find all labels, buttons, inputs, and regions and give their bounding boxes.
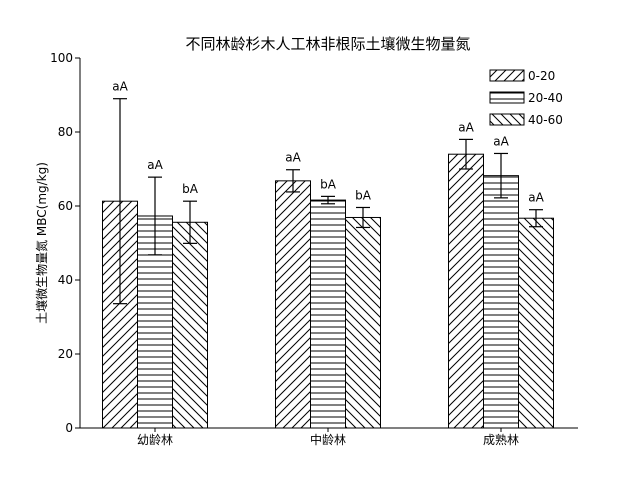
legend-label: 40-60	[528, 113, 563, 127]
significance-label: aA	[458, 120, 474, 134]
legend-swatch	[489, 69, 525, 82]
significance-label: aA	[493, 134, 509, 148]
significance-label: bA	[320, 177, 337, 191]
legend-swatch	[489, 91, 525, 104]
y-tick-label: 80	[58, 125, 73, 139]
plot-area: 0 20 40 60 80 100 aA aA aA aA bA aA bA bA aA 幼龄林 中龄林 成熟…	[50, 51, 578, 447]
x-axis: 幼龄林 中龄林 成熟林	[80, 427, 578, 447]
x-tick-label: 成熟林	[483, 432, 519, 447]
bars	[102, 153, 554, 429]
significance-label: aA	[285, 151, 301, 165]
y-tick-label: 60	[58, 199, 73, 213]
x-tick-label: 中龄林	[310, 432, 346, 447]
significance-label: aA	[528, 191, 544, 205]
legend-swatch	[489, 113, 525, 126]
y-axis: 0 20 40 60 80 100	[50, 51, 81, 435]
y-axis-label: 土壤微生物量氮 MBC(mg/kg)	[34, 162, 49, 324]
significance-label: aA	[112, 80, 128, 94]
significance-label: bA	[182, 182, 199, 196]
significance-labels: aA aA aA aA bA aA bA bA aA	[112, 80, 544, 205]
y-tick-label: 100	[50, 51, 73, 65]
significance-label: bA	[355, 188, 372, 202]
bar	[448, 153, 484, 429]
bar	[172, 221, 208, 429]
y-tick-label: 20	[58, 347, 73, 361]
bar	[518, 217, 554, 429]
legend-label: 20-40	[528, 91, 563, 105]
y-tick-label: 40	[58, 273, 73, 287]
significance-label: aA	[147, 158, 163, 172]
bar	[310, 199, 346, 429]
bar	[275, 180, 311, 429]
legend-label: 0-20	[528, 69, 555, 83]
error-bars	[113, 98, 543, 305]
x-tick-label: 幼龄林	[137, 433, 173, 447]
chart-title: 不同林龄杉木人工林非根际土壤微生物量氮	[185, 35, 470, 53]
bar	[345, 216, 381, 429]
y-tick-label: 0	[65, 421, 73, 435]
bar	[483, 175, 519, 429]
legend: 0-20 20-40 40-60	[489, 69, 563, 127]
